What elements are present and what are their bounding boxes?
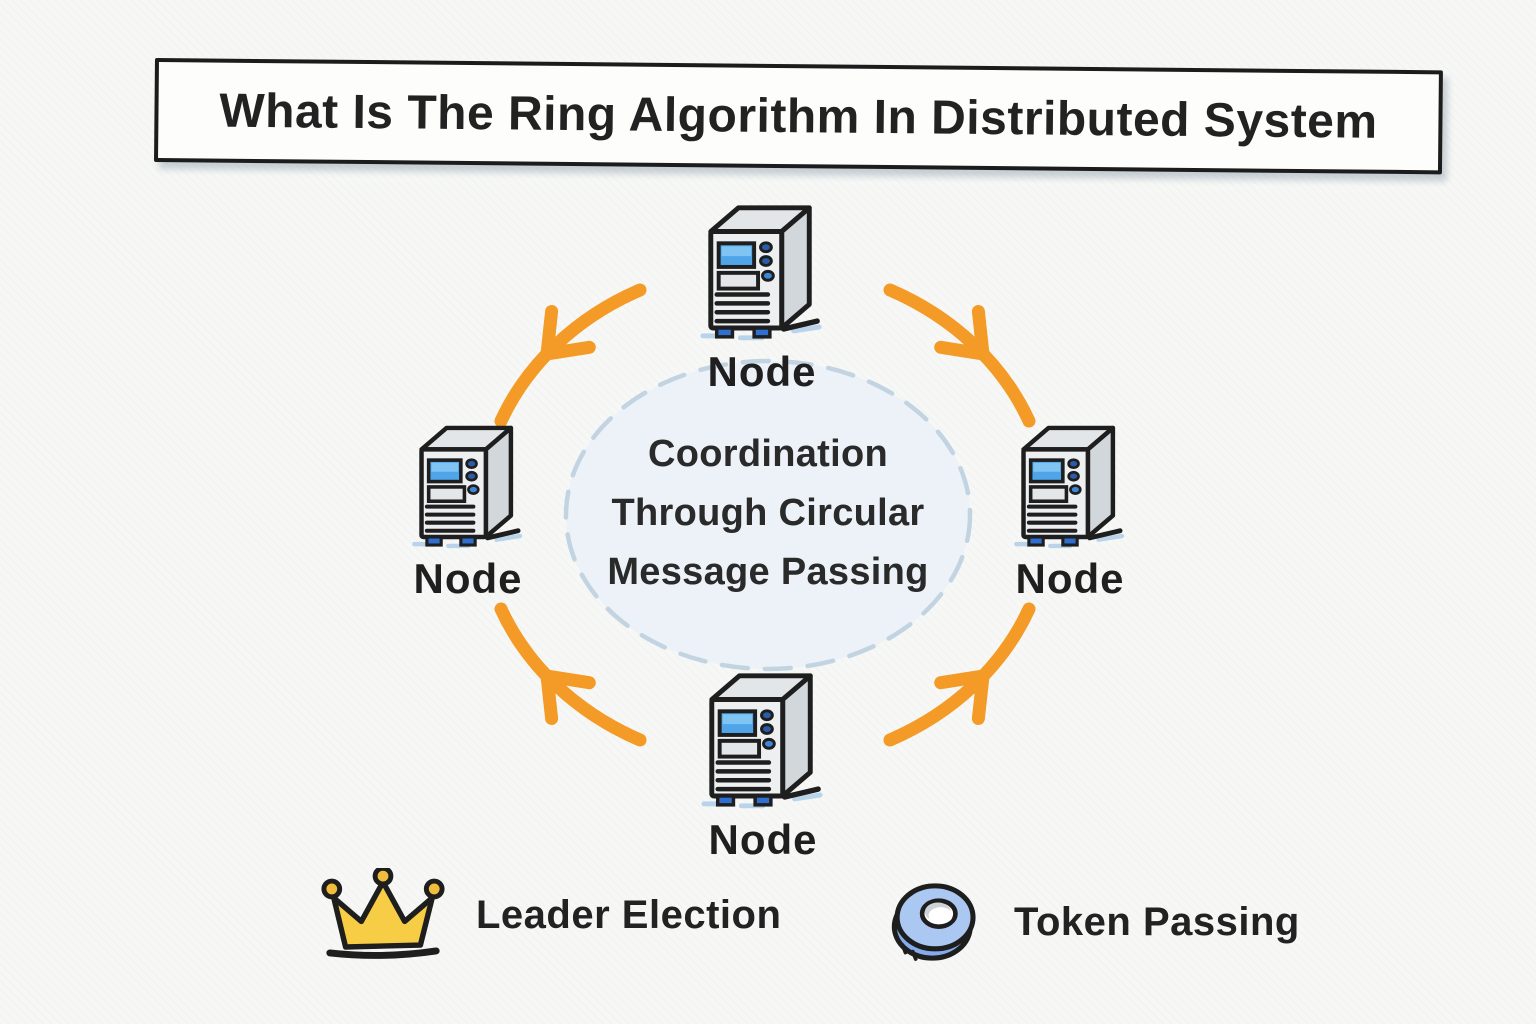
arc-top-right	[883, 283, 1036, 428]
center-caption-line: Through Circular	[611, 491, 925, 534]
node-top: Node	[697, 198, 827, 396]
server-icon	[698, 666, 828, 814]
center-caption-line: Coordination	[647, 433, 888, 475]
arc-bottom-left	[494, 602, 647, 747]
node-label: Node	[707, 347, 817, 395]
center-caption: Coordination Through Circular Message Pa…	[568, 425, 968, 602]
node-left: Node	[409, 419, 527, 603]
arc-bottom-right	[883, 602, 1036, 747]
node-label: Node	[1015, 555, 1125, 603]
server-icon	[409, 419, 527, 553]
node-label: Node	[413, 555, 523, 603]
crown-icon	[321, 868, 445, 959]
node-label: Node	[708, 815, 818, 863]
arrowhead-icon	[540, 669, 596, 726]
legend-leader-election: Leader Election	[318, 868, 781, 963]
legend-token-passing: Token Passing	[886, 876, 1300, 968]
token-icon	[891, 883, 976, 961]
node-right: Node	[1011, 419, 1129, 603]
legend-label: Leader Election	[476, 893, 782, 937]
arrowhead-icon	[540, 304, 596, 361]
legend-label: Token Passing	[1014, 899, 1300, 944]
server-icon	[697, 198, 827, 346]
server-icon	[1011, 419, 1129, 553]
node-bottom: Node	[698, 666, 828, 864]
arc-top-left	[494, 283, 647, 428]
center-caption-line: Message Passing	[607, 550, 929, 593]
center-circle	[563, 358, 973, 672]
arrowhead-icon	[934, 669, 990, 726]
arrowhead-icon	[934, 304, 990, 361]
ring-arrows	[494, 283, 1036, 747]
